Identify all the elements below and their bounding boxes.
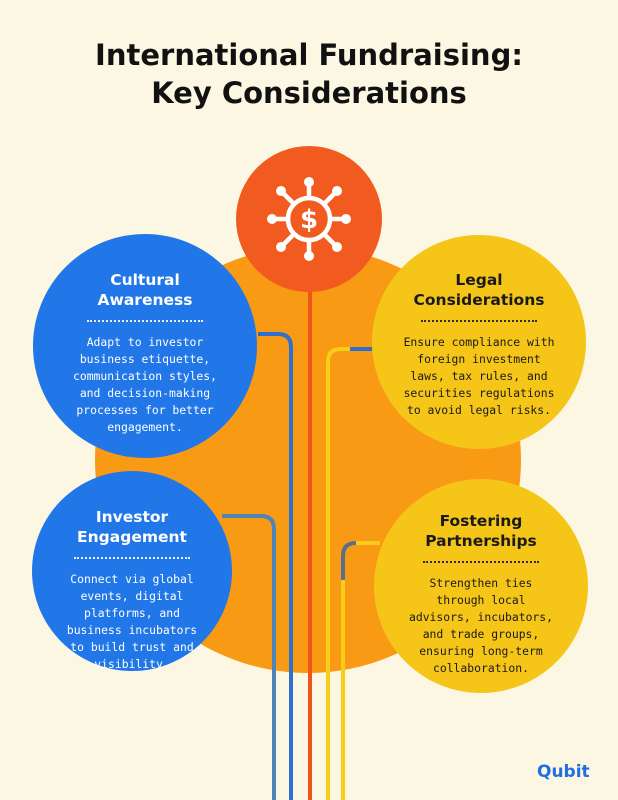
card-body: Ensure compliance with foreign investmen… (404, 334, 555, 419)
body-line: collaboration. (432, 661, 529, 675)
card-body: Strengthen ties through local advisors, … (409, 575, 553, 677)
heading-line: Partnerships (425, 532, 537, 550)
card-heading: Legal Considerations (414, 270, 545, 310)
dotted-divider (421, 320, 537, 322)
body-line: engagement. (107, 420, 183, 434)
body-line: laws, tax rules, and (410, 369, 548, 383)
dotted-divider (423, 561, 539, 563)
card-fostering-partnerships: Fostering Partnerships Strengthen ties t… (374, 479, 588, 693)
body-line: events, digital (80, 589, 184, 603)
body-line: to build trust and (70, 640, 194, 654)
qubit-logo: Qubit (537, 762, 590, 782)
heading-line: Legal (455, 271, 503, 289)
connector-investor (222, 514, 276, 800)
body-line: through local (436, 593, 526, 607)
title-line-2: Key Considerations (151, 76, 467, 110)
connector-legal-outer (326, 347, 372, 800)
body-line: foreign investment (417, 352, 541, 366)
heading-line: Fostering (439, 512, 523, 530)
card-heading: Fostering Partnerships (425, 511, 537, 551)
body-line: Adapt to investor (86, 335, 204, 349)
page-title: International Fundraising: Key Considera… (0, 36, 618, 112)
heading-line: Considerations (413, 291, 545, 309)
body-line: business etiquette, (79, 352, 211, 366)
body-line: to avoid legal risks. (406, 403, 551, 417)
card-heading: Investor Engagement (77, 507, 187, 547)
connector-fostering-stub (341, 541, 357, 580)
heading-line: Investor (95, 508, 169, 526)
heading-line: Awareness (97, 291, 193, 309)
body-line: ensuring long-term (419, 644, 543, 658)
card-cultural-awareness: Cultural Awareness Adapt to investor bus… (33, 234, 257, 458)
body-line: Connect via global (70, 572, 194, 586)
body-line: securities regulations (403, 386, 555, 400)
body-line: and decision-making (79, 386, 211, 400)
body-line: and trade groups, (422, 627, 540, 641)
heading-line: Cultural (110, 271, 180, 289)
card-heading: Cultural Awareness (98, 270, 193, 310)
body-line: processes for better (76, 403, 214, 417)
body-line: visibility. (94, 657, 170, 671)
body-line: Strengthen ties (429, 576, 533, 590)
svg-text:$: $ (300, 205, 318, 235)
body-line: advisors, incubators, (408, 610, 553, 624)
connector-cultural (258, 332, 293, 800)
body-line: communication styles, (72, 369, 217, 383)
title-line-1: International Fundraising: (95, 38, 523, 72)
card-body: Connect via global events, digital platf… (67, 571, 197, 673)
dotted-divider (74, 557, 190, 559)
body-line: platforms, and (83, 606, 180, 620)
card-legal-considerations: Legal Considerations Ensure compliance w… (372, 235, 586, 449)
card-body: Adapt to investor business etiquette, co… (73, 334, 217, 436)
body-line: Ensure compliance with (403, 335, 555, 349)
center-icon-circle: $ (236, 146, 382, 292)
dollar-network-icon: $ (267, 177, 351, 261)
heading-line: Engagement (77, 528, 187, 546)
card-investor-engagement: Investor Engagement Connect via global e… (32, 471, 232, 671)
body-line: business incubators (66, 623, 198, 637)
dotted-divider (87, 320, 203, 322)
